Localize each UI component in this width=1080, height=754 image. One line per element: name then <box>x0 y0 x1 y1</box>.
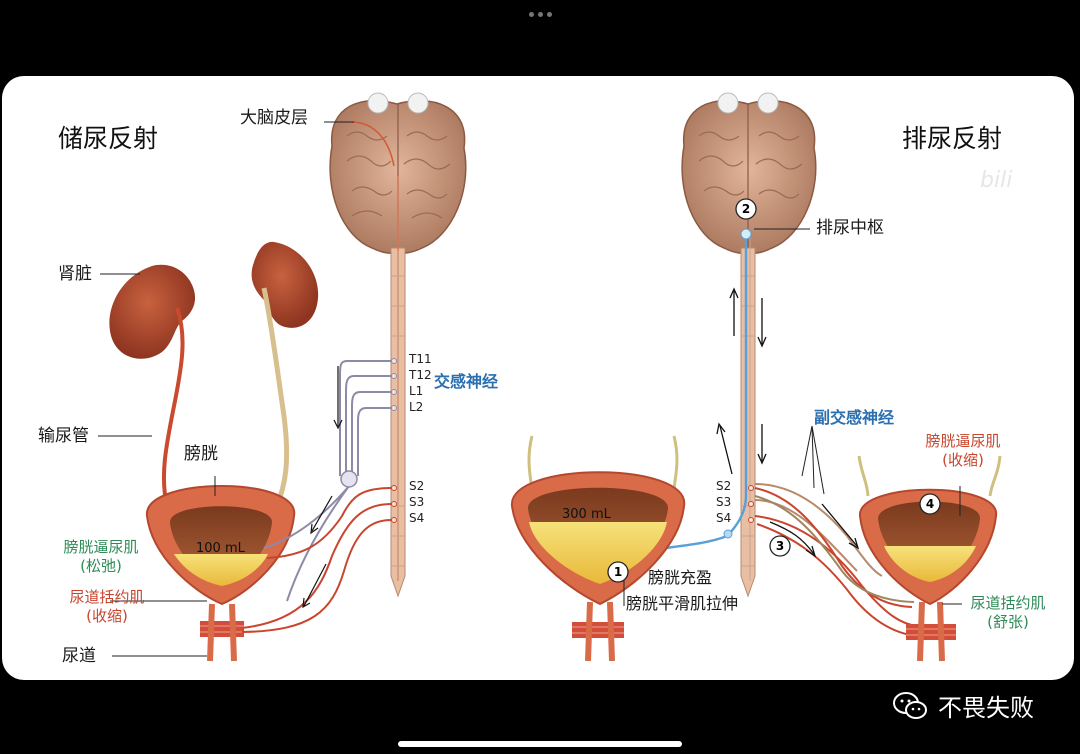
step-1-label: 1 <box>613 565 623 579</box>
ureter-right <box>261 287 290 518</box>
wechat-icon <box>893 691 927 719</box>
segment-s4-left: S4 <box>409 511 425 525</box>
segment-s3-right: S3 <box>716 495 732 509</box>
right-detrusor-state: (收缩) <box>942 451 984 469</box>
step-1-marker <box>607 561 629 583</box>
label-left-detrusor: 膀胱逼尿肌 (松弛) <box>46 540 156 574</box>
left-detrusor-state: (松弛) <box>80 557 122 575</box>
diagram-card: bili 储尿反射 排尿反射 大脑皮层 肾脏 输尿管 膀胱 尿道 T11 T12… <box>2 76 1074 680</box>
label-bladder: 膀胱 <box>184 444 218 464</box>
left-detrusor-name: 膀胱逼尿肌 <box>63 538 139 556</box>
step-4-label: 4 <box>925 497 935 511</box>
segment-s4-right: S4 <box>716 511 732 525</box>
brand-name: 不畏失败 <box>938 694 1034 722</box>
label-bladder-full: 膀胱充盈 <box>648 568 713 587</box>
arrow-icon <box>310 523 319 535</box>
label-right-sphincter: 尿道括约肌 (舒张) <box>960 596 1056 630</box>
segment-s2-right: S2 <box>716 479 732 493</box>
label-ureter: 输尿管 <box>38 426 89 446</box>
bladder-contracting <box>857 455 1002 662</box>
title-voiding-reflex: 排尿反射 <box>902 124 1003 153</box>
right-detrusor-name: 膀胱逼尿肌 <box>925 432 1001 450</box>
right-sphincter-name: 尿道括约肌 <box>970 594 1046 612</box>
label-bladder-stretch: 膀胱平滑肌拉伸 <box>626 594 739 613</box>
step-3-marker <box>769 535 791 557</box>
step-2-marker <box>735 198 757 220</box>
label-cortex: 大脑皮层 <box>240 108 308 128</box>
label-micturition-center: 排尿中枢 <box>816 218 884 238</box>
arrow-icon <box>302 597 311 609</box>
segment-t11: T11 <box>409 352 432 366</box>
segment-s3-left: S3 <box>409 495 425 509</box>
spinal-cord-right <box>740 236 756 598</box>
brain-right <box>681 92 817 254</box>
label-kidney: 肾脏 <box>58 264 92 284</box>
label-left-sphincter: 尿道括约肌 (收缩) <box>52 590 162 624</box>
left-sphincter-state: (收缩) <box>86 607 128 625</box>
brand-badge: 不畏失败 <box>892 688 1034 723</box>
label-right-detrusor: 膀胱逼尿肌 (收缩) <box>908 434 1018 468</box>
spinal-cord-left <box>351 121 406 598</box>
step-2-label: 2 <box>741 202 751 216</box>
label-urethra: 尿道 <box>62 646 96 666</box>
kidney-right <box>251 241 319 328</box>
left-sphincter-name: 尿道括约肌 <box>69 588 145 606</box>
sympathetic-nerves <box>263 360 391 602</box>
segment-l2: L2 <box>409 400 424 414</box>
segment-l1: L1 <box>409 384 424 398</box>
bladder-full <box>510 435 686 662</box>
right-sphincter-state: (舒张) <box>987 613 1029 631</box>
ureter-left <box>161 307 185 507</box>
title-storage-reflex: 储尿反射 <box>58 124 159 153</box>
bladder-left <box>145 485 296 662</box>
segment-s2-left: S2 <box>409 479 425 493</box>
volume-left: 100 mL <box>196 541 245 556</box>
segment-t12: T12 <box>409 368 432 382</box>
home-indicator[interactable] <box>398 741 682 747</box>
kidney-left <box>109 264 196 359</box>
diagram-svg <box>98 92 1002 662</box>
watermark-icon: bili <box>980 168 1013 193</box>
volume-right: 300 mL <box>562 507 611 522</box>
label-parasympathetic: 副交感神经 <box>814 408 895 427</box>
sympathetic-ganglion <box>340 470 358 488</box>
pelvic-nerves-left <box>241 487 392 633</box>
step-3-label: 3 <box>775 539 785 553</box>
status-indicator <box>0 0 1080 28</box>
step-4-marker <box>919 493 941 515</box>
label-sympathetic: 交感神经 <box>434 372 499 391</box>
